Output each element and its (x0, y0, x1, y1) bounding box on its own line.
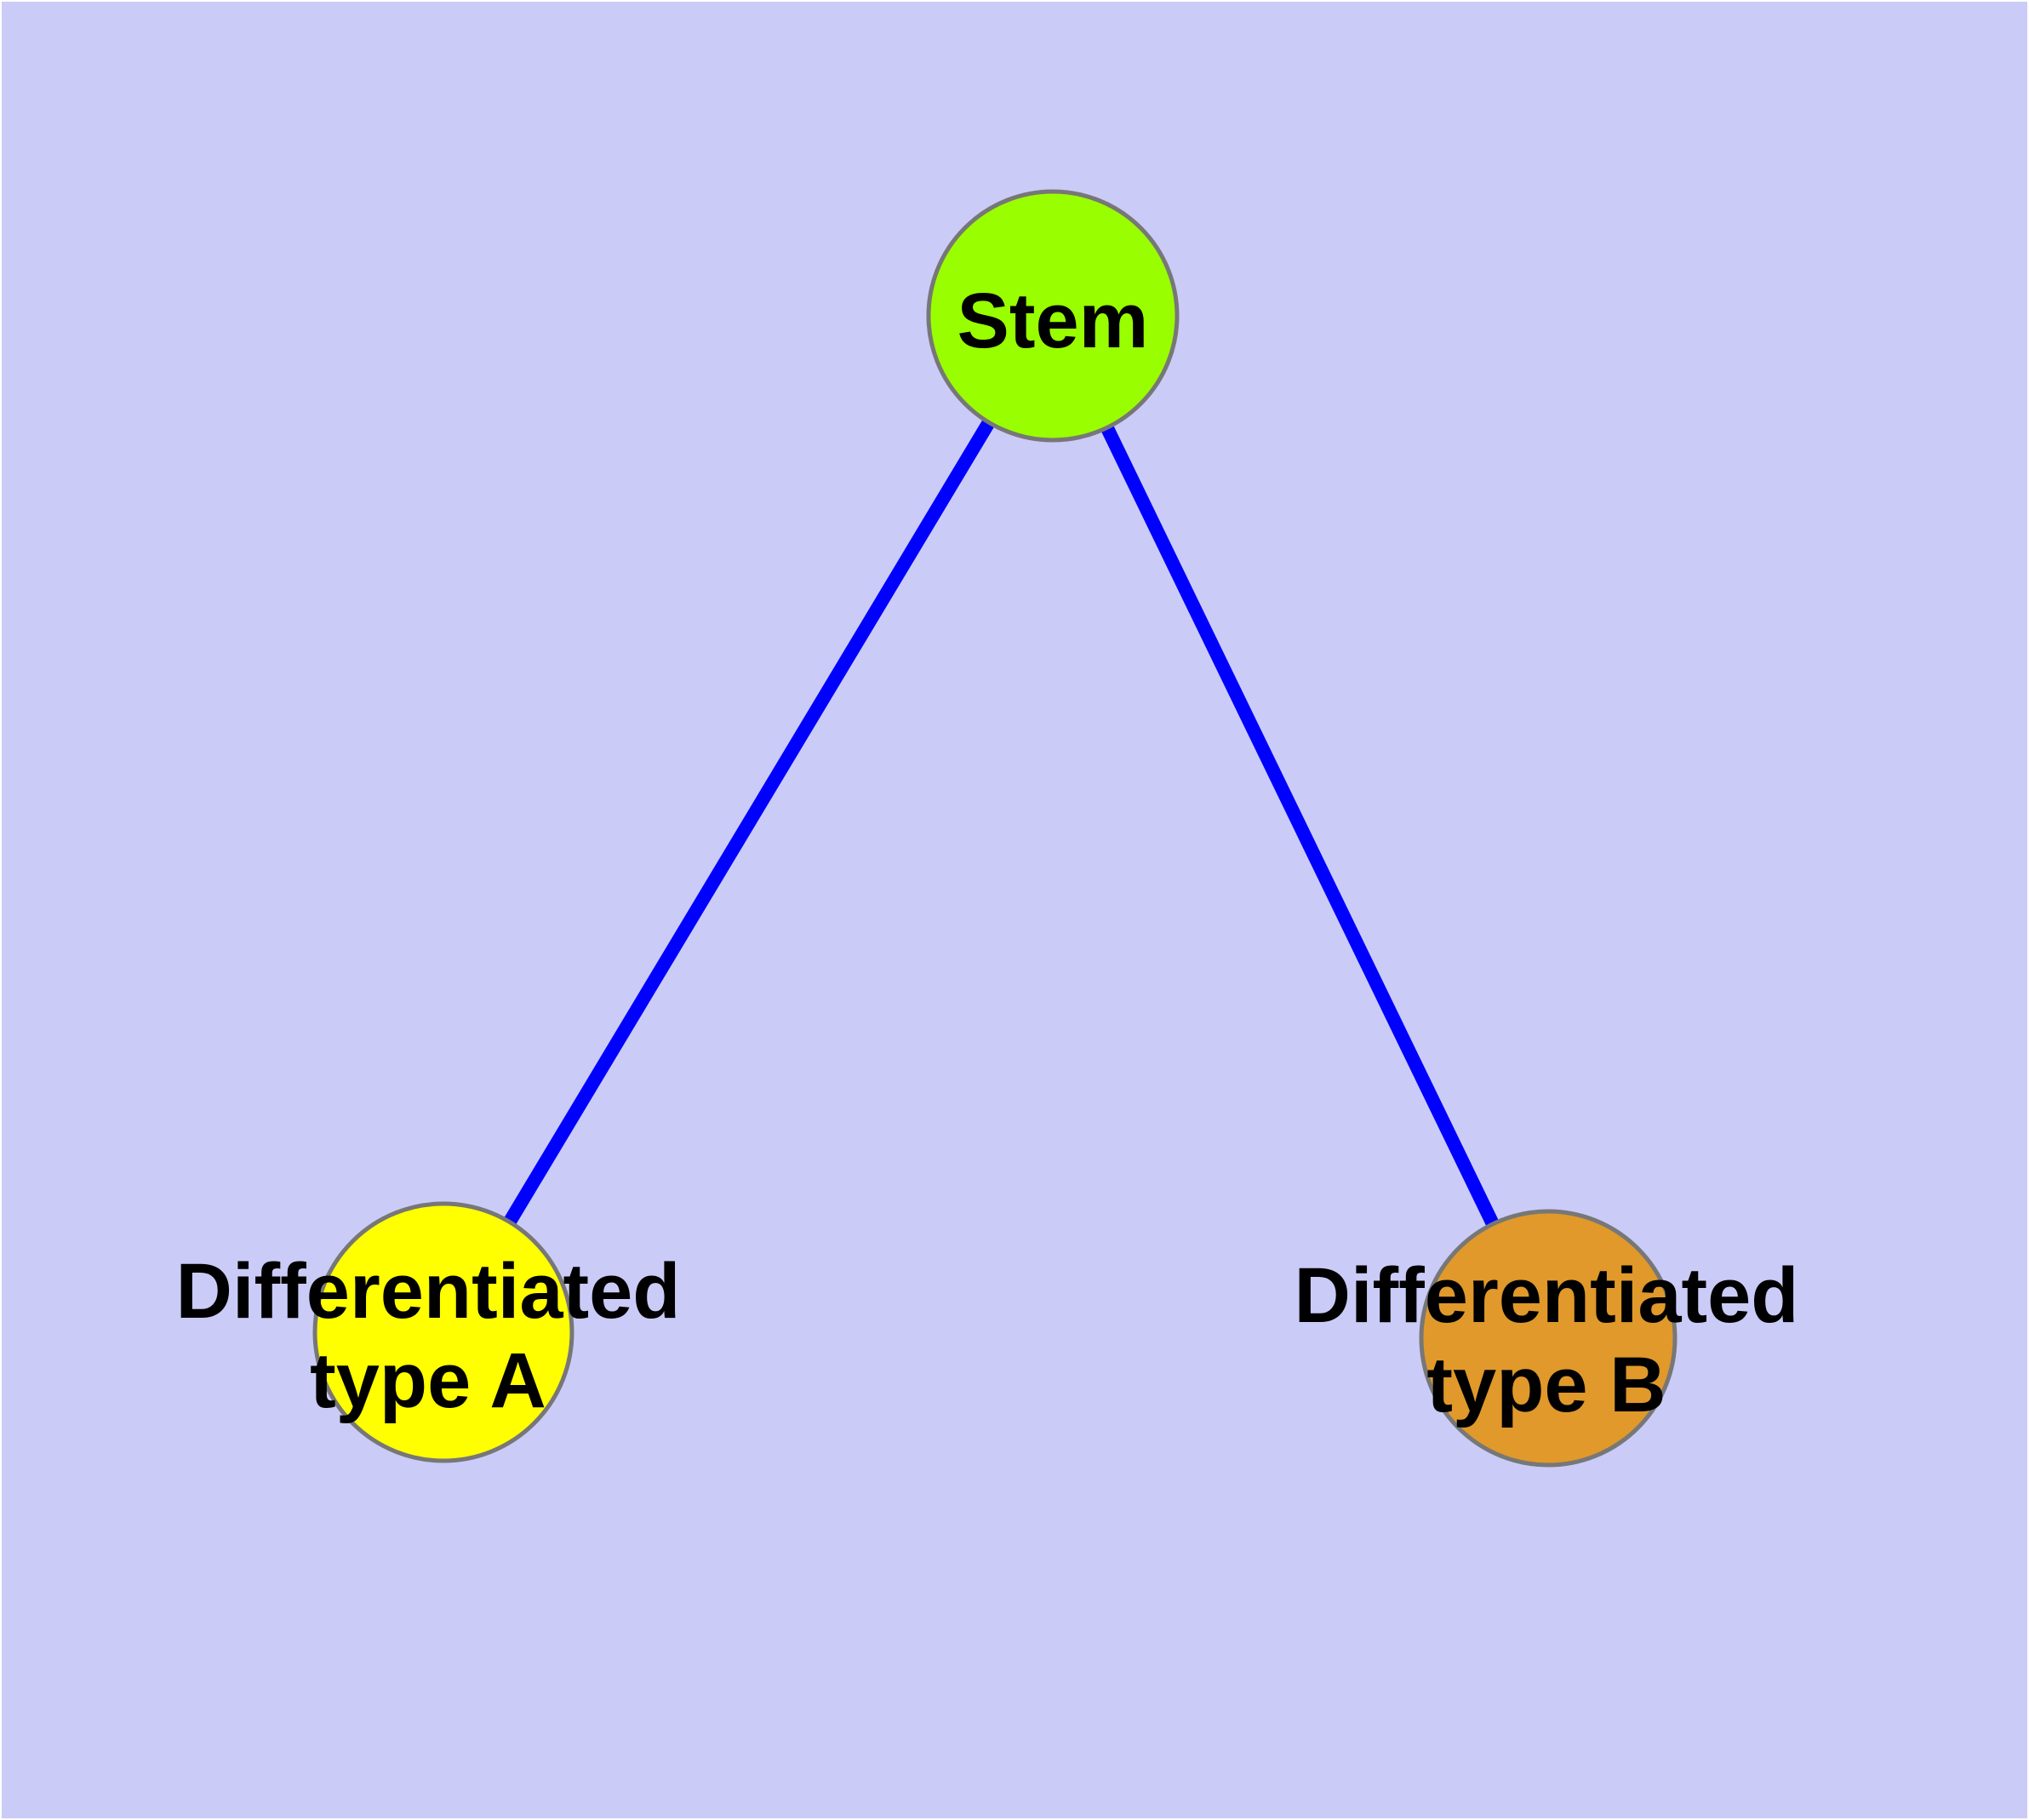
edge-stem-to-type-b (1046, 312, 1555, 1342)
node-stem-label: Stem (957, 278, 1149, 364)
node-type-a-label-line1: Differentiated (176, 1248, 681, 1335)
node-stem[interactable] (926, 189, 1180, 443)
node-differentiated-type-b[interactable] (1419, 1209, 1677, 1468)
node-type-b-label-line1: Differentiated (1295, 1252, 1799, 1339)
node-type-a-label-line2: type A (310, 1337, 546, 1424)
node-differentiated-type-a[interactable] (312, 1201, 574, 1463)
node-type-b-label-line2: type B (1426, 1342, 1666, 1428)
edge-stem-to-type-a (437, 312, 1059, 1336)
